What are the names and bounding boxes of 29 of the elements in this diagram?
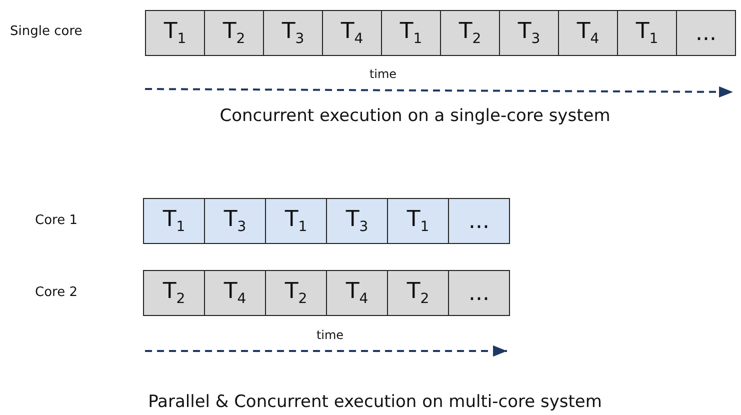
time-slice-cell: T$_{1}$ xyxy=(145,10,205,56)
axis-label: time xyxy=(316,328,344,342)
caption: Concurrent execution on a single-core system xyxy=(220,106,610,126)
time-slice-cell: T$_{2}$ xyxy=(387,270,449,316)
time-slice-cell: T$_{1}$ xyxy=(387,198,449,244)
caption: Parallel & Concurrent execution on multi-core system xyxy=(148,392,602,412)
time-slice-cell: T$_{3}$ xyxy=(326,198,388,244)
time-slice-cell: T$_{4}$ xyxy=(322,10,382,56)
time-slice-cell: T$_{4}$ xyxy=(558,10,618,56)
time-slice-cell: ... xyxy=(448,198,510,244)
time-slice-cell: ... xyxy=(676,10,736,56)
time-slice-cell: T$_{1}$ xyxy=(617,10,677,56)
time-slice-cell: T$_{2}$ xyxy=(265,270,327,316)
time-slice-cell: T$_{4}$ xyxy=(204,270,266,316)
time-slice-cell: T$_{4}$ xyxy=(326,270,388,316)
row-label: Single core xyxy=(10,24,82,39)
row-label: Core 1 xyxy=(35,213,78,228)
row-label: Core 2 xyxy=(35,285,78,300)
time-slice-cell: T$_{2}$ xyxy=(440,10,500,56)
time-slice-cell: T$_{1}$ xyxy=(143,198,205,244)
time-slice-cell: ... xyxy=(448,270,510,316)
axis-label: time xyxy=(369,67,397,81)
time-slice-cell: T$_{1}$ xyxy=(265,198,327,244)
time-slice-cell: T$_{3}$ xyxy=(204,198,266,244)
time-slice-cell: T$_{2}$ xyxy=(143,270,205,316)
time-slice-cell: T$_{1}$ xyxy=(381,10,441,56)
time-slice-cell: T$_{2}$ xyxy=(204,10,264,56)
time-slice-cell: T$_{3}$ xyxy=(263,10,323,56)
time-slice-cell: T$_{3}$ xyxy=(499,10,559,56)
